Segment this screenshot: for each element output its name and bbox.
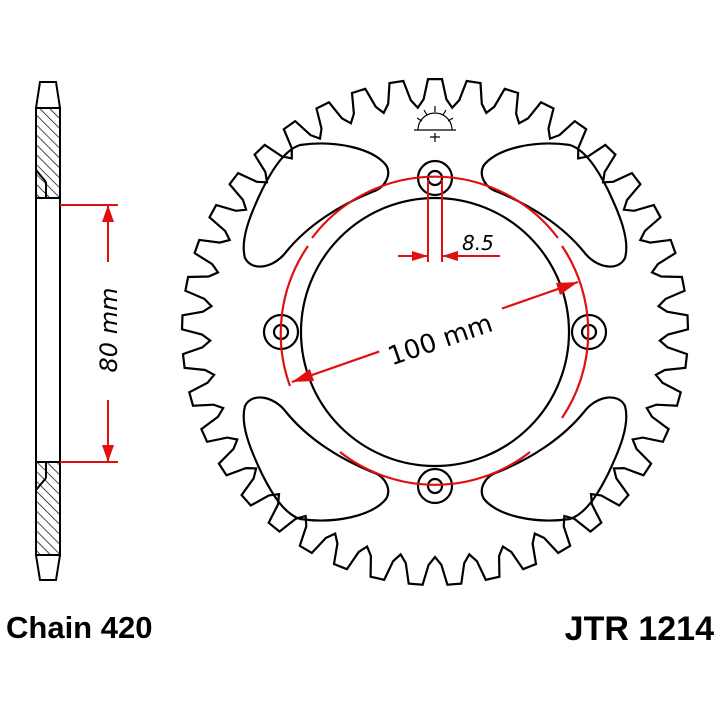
logo-icon bbox=[414, 106, 456, 142]
diameter-arrow bbox=[556, 282, 578, 295]
lightening-window bbox=[480, 396, 628, 522]
diameter-arrow bbox=[292, 369, 314, 382]
sprocket-teeth-outline bbox=[180, 78, 690, 586]
side-profile bbox=[35, 81, 61, 581]
lightening-window bbox=[480, 142, 628, 268]
center-bore bbox=[299, 196, 571, 468]
bolt-hole-label: 8.5 bbox=[462, 231, 494, 255]
lightening-window bbox=[242, 396, 390, 522]
lightening-window bbox=[242, 142, 390, 268]
bolt-circle-arc bbox=[339, 451, 531, 486]
chain-size-label: Chain 420 bbox=[6, 610, 152, 645]
bolt-circle-arc bbox=[311, 175, 559, 239]
part-number-label: JTR 1214 bbox=[565, 610, 714, 648]
bolt-circle-arc bbox=[279, 245, 309, 387]
bolt-hole bbox=[416, 467, 454, 505]
hub-depth-dimension bbox=[60, 204, 118, 463]
profile-hatch-bottom bbox=[35, 461, 61, 556]
bolt-circle-arc bbox=[561, 245, 590, 419]
profile-outline bbox=[35, 81, 61, 581]
profile-hatch-top bbox=[35, 107, 61, 199]
hub-depth-label: 80 mm bbox=[95, 288, 123, 373]
